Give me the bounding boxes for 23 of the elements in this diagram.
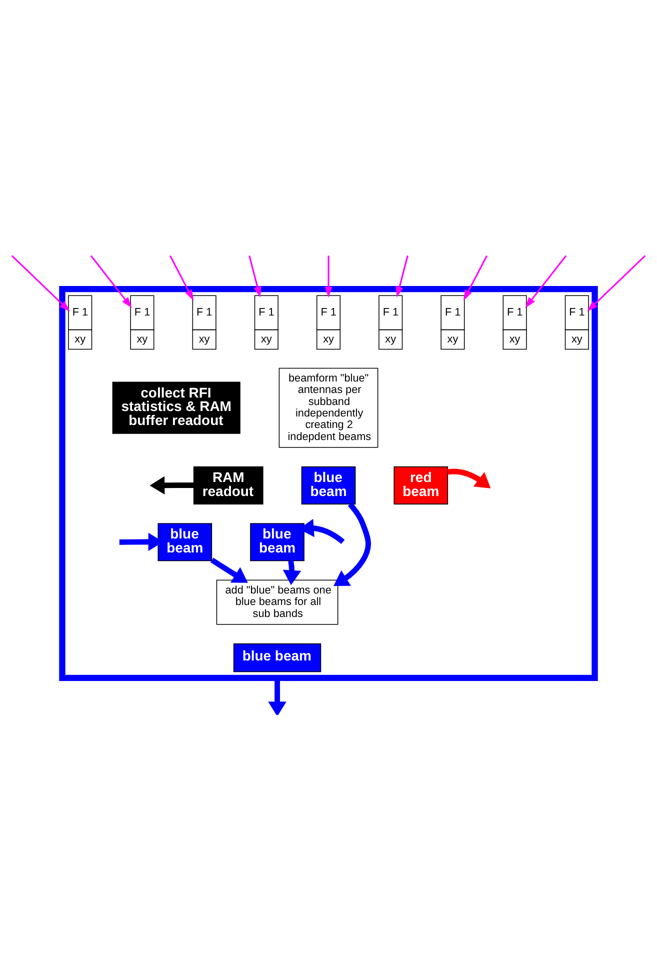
arrow	[169, 254, 194, 300]
node-box: RAM readout	[193, 466, 264, 504]
arrow	[210, 557, 248, 582]
node-box: blue beam	[233, 642, 322, 672]
node-box: blue beam	[301, 466, 356, 504]
node-box: collect RFI statistics & RAM buffer readout	[112, 381, 240, 434]
node-box: blue beam	[250, 522, 304, 561]
arrow	[282, 560, 302, 585]
arrow	[248, 255, 262, 298]
node-box: add "blue" beams one blue beams for all sub bands	[216, 579, 338, 624]
node-box: red beam	[394, 466, 448, 504]
node-box: beamform "blue" antennas per subband independently creating 2 indepdent beams	[278, 367, 378, 448]
arrow	[150, 476, 194, 494]
arrow	[396, 255, 408, 298]
arrow	[463, 254, 488, 300]
arrow	[90, 254, 132, 308]
arrow	[324, 255, 332, 298]
arrow	[334, 502, 371, 586]
arrow	[525, 254, 567, 308]
arrow	[587, 254, 646, 311]
arrow	[11, 254, 70, 311]
arrow	[447, 468, 491, 488]
node-box: blue beam	[158, 522, 212, 561]
